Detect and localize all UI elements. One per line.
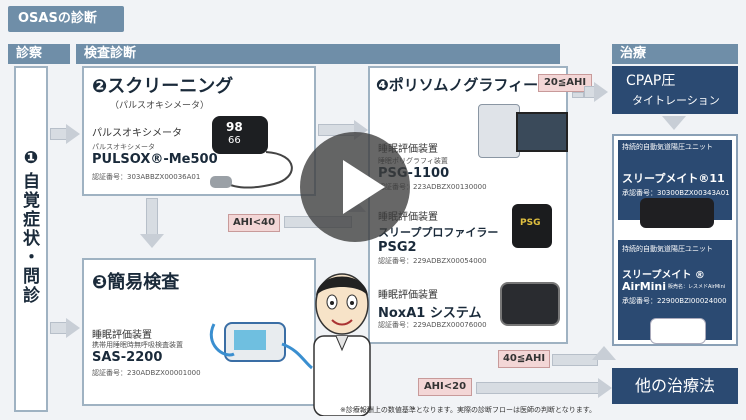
unit2-card: 持続的自動気道陽圧ユニット スリープメイト ® AirMini 販売名：レスメド… [618, 240, 732, 340]
unit1-head: 持続的自動気道陽圧ユニット [622, 143, 713, 151]
noxa1-image [500, 282, 560, 326]
arrow-shaft [572, 92, 584, 98]
psg-d1-label: 睡眠評価装置 [378, 144, 438, 155]
arrow-shaft [476, 382, 600, 394]
airmini-image [650, 318, 706, 344]
simple-device-name: SAS-2200 [92, 350, 163, 365]
screening-panel: ❷スクリーニング （パルスオキシメータ） パルスオキシメータ パルスオキシメータ… [82, 66, 316, 196]
psg-d1-small: 睡眠ポリグラフィ装置 [378, 157, 448, 165]
sleepmate11-image [640, 198, 714, 228]
psg-d3-cert: 認証番号：229ADBZX00076000 [378, 321, 487, 329]
psg-d2-name: スリーププロファイラー [378, 226, 499, 239]
header-exam: 診察 [8, 44, 70, 64]
psg-d2-name2: PSG2 [378, 240, 417, 255]
simple-device-small: 携帯用睡眠時無呼吸検査装置 [92, 341, 183, 349]
unit1-name: スリープメイト®11 [622, 172, 725, 185]
arrow-head [598, 378, 612, 398]
psg-d3-name: NoxA1 システム [378, 306, 482, 321]
unit2-name2-small: 販売名：レスメドAirMini [668, 284, 726, 290]
simple-test-panel: ❸簡易検査 睡眠評価装置 携帯用睡眠時無呼吸検査装置 SAS-2200 認証番号… [82, 258, 316, 406]
arrow-head [594, 82, 608, 102]
psg-d2-label: 睡眠評価装置 [378, 212, 438, 223]
sleep-profiler-image: PSG [512, 204, 552, 248]
exam-panel: ❶ 自覚症状・問診 [14, 66, 48, 412]
play-icon[interactable] [343, 160, 385, 214]
pulse-oximeter-image: 98 66 [212, 116, 268, 154]
arrow-shaft [146, 198, 158, 236]
screening-subtitle: （パルスオキシメータ） [110, 101, 210, 111]
simple-device-label: 睡眠評価装置 [92, 330, 152, 341]
sas-tube-icon [210, 323, 313, 370]
unit2-head: 持続的自動気道陽圧ユニット [622, 245, 713, 253]
unit2-name: スリープメイト ® [622, 270, 705, 281]
tag-ahi-lt20: AHI<20 [418, 378, 472, 396]
tag-ahi-ge20: 20≦AHI [538, 74, 592, 92]
simple-title: ❸簡易検査 [92, 272, 180, 293]
other-treatment-box: 他の治療法 [612, 368, 738, 404]
oximeter-value-pulse: 66 [228, 135, 241, 146]
psg-d3-label: 睡眠評価装置 [378, 290, 438, 301]
psg-d1-cert: 認証番号：223ADBZX00130000 [378, 183, 487, 191]
arrow-head-down [140, 234, 164, 248]
arrow-head-down [662, 116, 686, 130]
oximeter-value-spo2: 98 [226, 120, 243, 134]
cpap-subtitle: タイトレーション [632, 94, 720, 107]
cpap-titration-box: CPAP圧 タイトレーション [612, 66, 738, 114]
psg-d2-cert: 認証番号：229ADBZX00054000 [378, 257, 487, 265]
arrow-shaft [552, 354, 598, 366]
exam-text: 自覚症状・問診 [19, 172, 39, 305]
arrow-head [66, 124, 80, 144]
page-title: OSASの診断 [8, 6, 124, 32]
unit2-cert: 承認番号：22900BZI00024000 [622, 297, 727, 305]
cpap-units-panel: 持続的自動気道陽圧ユニット スリープメイト®11 承認番号：30300BZX00… [612, 134, 738, 346]
device-label: パルスオキシメータ [92, 128, 182, 139]
simple-device-cert: 認証番号：230ADBZX00001000 [92, 369, 201, 377]
tag-ahi-lt40: AHI<40 [228, 214, 280, 232]
footnote: ※診療報酬上の数値基準となります。実際の診断フローは医師の判断となります。 [340, 406, 597, 414]
device-name: PULSOX®-Me500 [92, 152, 218, 167]
psg-monitor-image [516, 112, 568, 152]
tag-ahi-ge40: 40≦AHI [498, 350, 550, 368]
doctor-character-icon [313, 273, 371, 416]
arrow-head [66, 318, 80, 338]
arrow-head-up [592, 346, 616, 360]
oximeter-cable-icon [210, 151, 293, 189]
device-cert: 認証番号：303ABBZX00036A01 [92, 173, 201, 181]
screening-title: ❷スクリーニング [92, 76, 234, 97]
psg1100-box-image [478, 104, 520, 158]
exam-number: ❶ [23, 148, 39, 168]
unit2-name2: AirMini [622, 280, 667, 293]
psg-screen-text: PSG [520, 218, 541, 228]
device-small-label: パルスオキシメータ [92, 143, 155, 151]
header-treat: 治療 [612, 44, 738, 64]
unit1-cert: 承認番号：30300BZX00343A01 [622, 189, 730, 197]
psg-title: ❹ポリソムノグラフィー [376, 76, 539, 94]
cpap-title: CPAP圧 [626, 73, 676, 89]
header-test: 検査診断 [76, 44, 560, 64]
